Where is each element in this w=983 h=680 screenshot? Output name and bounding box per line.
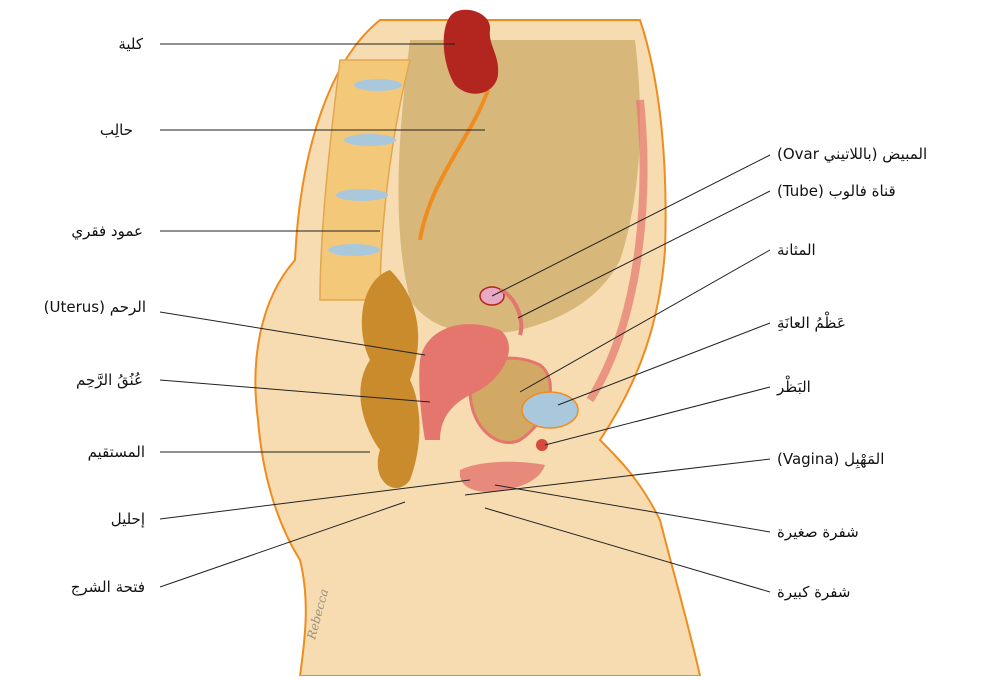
label-bladder: المثانة (777, 241, 816, 259)
label-labia-minora: شفرة صغيرة (777, 523, 859, 541)
label-ovary: المبيض (باللاتيني Ovar) (777, 145, 927, 163)
label-clitoris: البَظْر (777, 378, 811, 396)
label-pubic-bone: عَظْمُ العانَةِ (777, 314, 846, 332)
label-cervix: عُنُقُ الرَّحِم (76, 371, 143, 389)
label-ureter: حالِب (100, 121, 133, 139)
label-uterus: الرحم (Uterus) (44, 298, 146, 316)
label-kidney: كلية (118, 35, 143, 53)
pubic-bone-shape (522, 392, 578, 428)
label-vagina: المَهْبِل (Vagina) (777, 450, 884, 468)
label-labia-majora: شفرة كبيرة (777, 583, 850, 601)
label-spine: عمود فقري (71, 222, 143, 240)
label-rectum: المستقيم (88, 443, 145, 461)
label-anus: إحليل (111, 510, 145, 528)
label-perineum: فتحة الشرج (71, 578, 145, 596)
label-tube: قناة فالوب (Tube) (777, 182, 896, 200)
